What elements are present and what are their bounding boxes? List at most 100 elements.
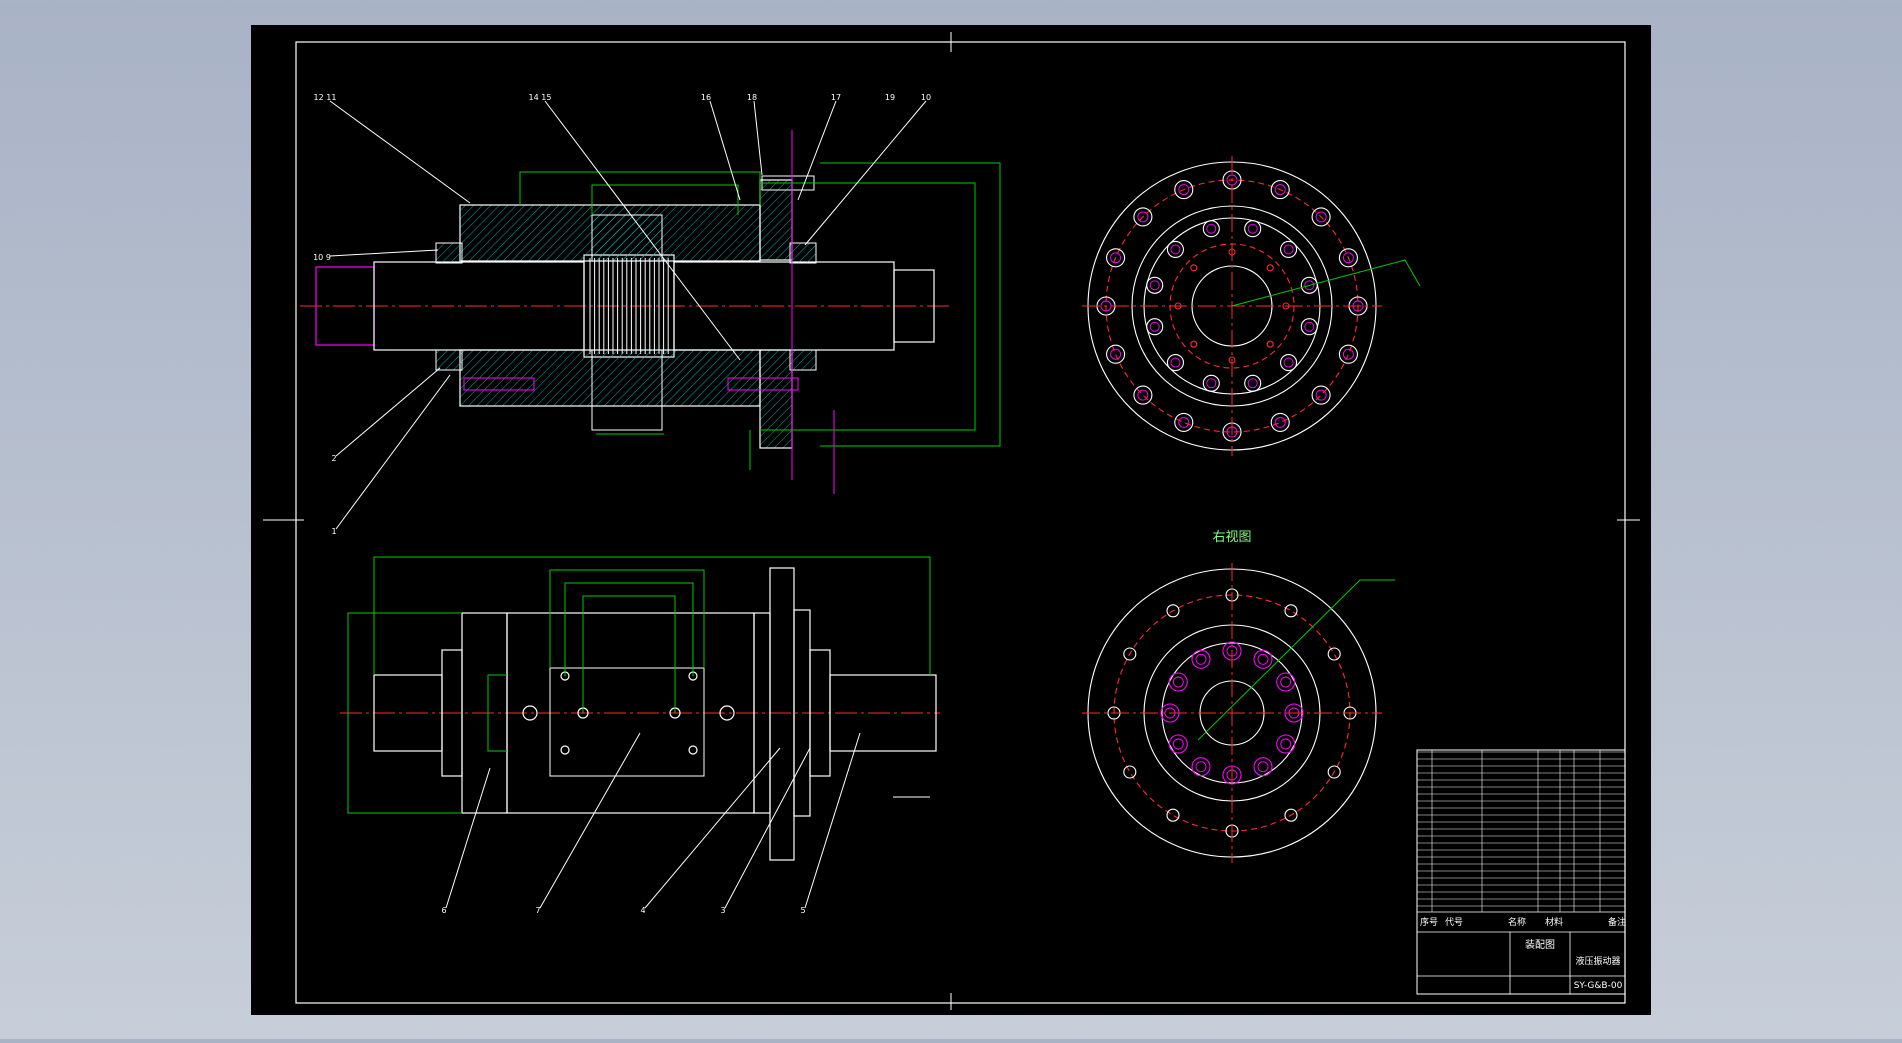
bottom-side-view bbox=[340, 556, 940, 861]
bolt-hole bbox=[1253, 757, 1273, 777]
title-block-frame bbox=[1416, 749, 1626, 995]
bolt-hole-inner bbox=[1170, 357, 1181, 368]
bolt-hole-inner bbox=[1274, 416, 1286, 428]
balloon-5: 5 bbox=[800, 906, 805, 915]
bolt-hole bbox=[1106, 344, 1126, 364]
balloon-3: 3 bbox=[720, 906, 725, 915]
bolt-hole bbox=[1191, 649, 1211, 669]
title-block: 序号 代号 名称 材料 备注 装配图 液压振动器 SY-G&B-00 bbox=[1416, 749, 1626, 995]
bolt-hole bbox=[1123, 647, 1137, 661]
bolt-hole bbox=[1202, 220, 1220, 238]
bolt-hole bbox=[1284, 604, 1298, 618]
side-dimensions bbox=[347, 556, 931, 814]
bolt-hole bbox=[1202, 374, 1220, 392]
radius-leader bbox=[1197, 579, 1361, 741]
bolt-hole-inner bbox=[1137, 389, 1149, 401]
bolt-hole bbox=[1284, 808, 1298, 822]
side-window bbox=[549, 667, 705, 777]
bolt-hole bbox=[1123, 765, 1137, 779]
bolt-hole bbox=[1338, 344, 1358, 364]
header-index: 序号 bbox=[1420, 916, 1438, 928]
bolt-hole-inner bbox=[1247, 223, 1258, 234]
flange-upper bbox=[759, 179, 793, 261]
balloon-6: 6 bbox=[441, 906, 446, 915]
balloon-2: 2 bbox=[331, 454, 336, 463]
bolt-hole-inner bbox=[1247, 378, 1258, 389]
side-right-shaft bbox=[829, 674, 937, 752]
front-section-view bbox=[300, 130, 1001, 494]
balloon-1: 1 bbox=[331, 527, 336, 536]
bolt-hole-inner bbox=[1257, 653, 1269, 665]
bolt-hole bbox=[1300, 318, 1318, 336]
bolt-hole bbox=[1280, 354, 1298, 372]
rotor-lower bbox=[591, 349, 663, 431]
right-view-bottom-circular bbox=[1082, 563, 1395, 863]
right-view-top-circular bbox=[1082, 156, 1421, 456]
angle-dimension bbox=[1231, 259, 1421, 307]
product-name: 液压振动器 bbox=[1575, 955, 1620, 967]
bolt-hole-inner bbox=[1283, 244, 1294, 255]
bolt-hole-inner bbox=[1178, 416, 1190, 428]
bolt-hole bbox=[1168, 672, 1188, 692]
bolt-hole-inner bbox=[1274, 184, 1286, 196]
bolt-hole-inner bbox=[1172, 676, 1184, 688]
balloon-10-9: 10 9 bbox=[313, 253, 331, 262]
bolt-hole bbox=[1146, 276, 1164, 294]
bolt-hole bbox=[1190, 264, 1198, 272]
flange-lower bbox=[759, 349, 793, 449]
drawing-number: SY-G&B-00 bbox=[1574, 981, 1623, 991]
front-dimensions bbox=[519, 162, 1001, 470]
bolt-hole-inner bbox=[1149, 280, 1160, 291]
rotor-upper bbox=[591, 214, 663, 262]
bolt-hole-inner bbox=[1137, 211, 1149, 223]
frame-center-marks bbox=[263, 32, 1640, 1010]
bolt-hole bbox=[1146, 318, 1164, 336]
seal-left-lower bbox=[435, 349, 463, 371]
bolt-hole bbox=[1276, 734, 1296, 754]
bolt-hole bbox=[1311, 385, 1331, 405]
drawing-frame bbox=[295, 41, 1626, 1004]
bolt-hole bbox=[1191, 757, 1211, 777]
header-code: 代号 bbox=[1445, 917, 1463, 928]
side-view-holes bbox=[522, 671, 735, 755]
spline-teeth bbox=[589, 258, 669, 354]
bolt-hole-inner bbox=[1170, 244, 1181, 255]
bolt-hole-inner bbox=[1110, 348, 1122, 360]
view-label-right-view: 右视图 bbox=[1212, 530, 1251, 545]
bom-table bbox=[1417, 750, 1625, 912]
bolt-hole-inner bbox=[1304, 280, 1315, 291]
bolt-hole-inner bbox=[1206, 223, 1217, 234]
bolt-hole-inner bbox=[1110, 252, 1122, 264]
bolt-hole bbox=[1280, 240, 1298, 258]
header-remark: 备注 bbox=[1608, 916, 1626, 928]
part-balloons: 12 11 14 15 16 18 17 19 10 10 9 2 1 6 7 … bbox=[313, 93, 931, 915]
bolt-hole-inner bbox=[1195, 761, 1207, 773]
bolt-hole-inner bbox=[1280, 676, 1292, 688]
bolt-hole bbox=[1166, 604, 1180, 618]
header-name: 名称 bbox=[1508, 916, 1526, 928]
bolt-hole bbox=[1253, 649, 1273, 669]
bolt-hole-inner bbox=[1315, 211, 1327, 223]
bolt-hole bbox=[1166, 354, 1184, 372]
bolt-hole bbox=[1270, 412, 1290, 432]
bolt-hole-inner bbox=[1304, 321, 1315, 332]
bolt-hole bbox=[1266, 340, 1274, 348]
balloon-10: 10 bbox=[921, 93, 931, 102]
drawing-title: 装配图 bbox=[1525, 938, 1555, 951]
bolt-hole-inner bbox=[1172, 738, 1184, 750]
bolt-hole-inner bbox=[1206, 378, 1217, 389]
header-material: 材料 bbox=[1545, 916, 1563, 928]
bolt-left bbox=[463, 377, 535, 391]
bolt-hole bbox=[1266, 264, 1274, 272]
leader-lines bbox=[329, 100, 927, 909]
drawing-sheet bbox=[251, 25, 1651, 1015]
balloon-14-15: 14 15 bbox=[529, 93, 552, 102]
bolt-hole bbox=[1106, 248, 1126, 268]
bolt-hole-inner bbox=[1257, 761, 1269, 773]
balloon-18: 18 bbox=[747, 93, 757, 102]
bolt-hole-inner bbox=[1342, 348, 1354, 360]
balloon-19: 19 bbox=[885, 93, 895, 102]
bolt-right bbox=[727, 377, 799, 391]
bolt-hole-inner bbox=[1178, 184, 1190, 196]
